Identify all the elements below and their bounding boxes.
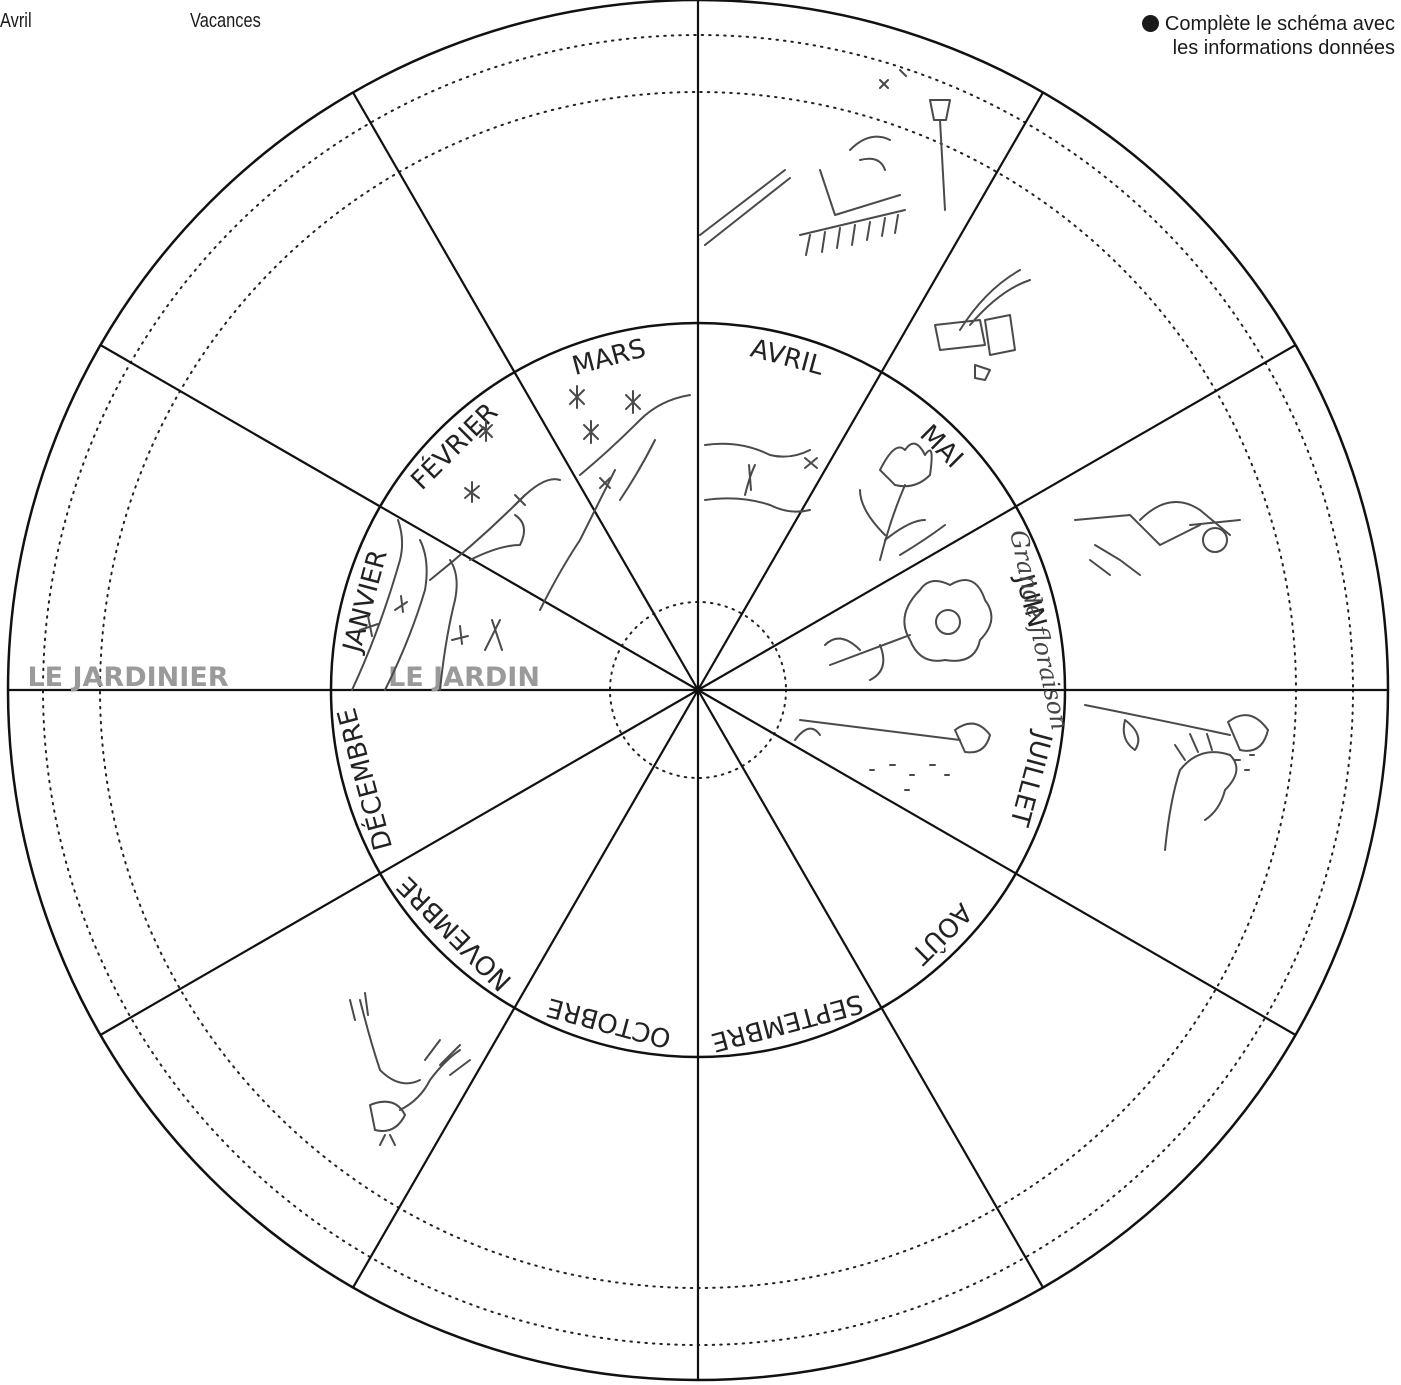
month-divider [99, 689, 699, 1036]
snow-and-sprouts-sketch [569, 385, 691, 501]
seedling-sketch [704, 442, 818, 513]
month-divider [697, 689, 1044, 1289]
header-left-label: Avril [0, 10, 32, 32]
month-label-2: FÉVRIER [404, 396, 504, 496]
inner-zone-label: LE JARDIN [388, 662, 540, 693]
winter-plants-sketch [351, 519, 503, 691]
month-dividers [8, 0, 1388, 1380]
seed-head-sketch [794, 719, 991, 791]
month-divider [352, 91, 699, 691]
month-divider [697, 689, 1297, 1036]
instruction-line-1: Complète le schéma avec [1164, 13, 1395, 35]
instruction-line-2: les informations données [1172, 37, 1395, 59]
kneeling-gardener-sketch [1074, 501, 1241, 576]
header-center-label: Vacances [190, 10, 261, 32]
snow-and-roots-sketch [429, 420, 616, 611]
outer-zone-label: LE JARDINIER [27, 662, 228, 693]
month-divider [99, 344, 699, 691]
bullet-icon [1141, 15, 1159, 32]
month-divider [697, 91, 1044, 691]
month-divider [352, 689, 699, 1289]
month-label-3: MARS [569, 334, 649, 382]
sowing-seed-packets-sketch [934, 269, 1031, 381]
month-label-8: AOÛT [905, 897, 979, 971]
big-flower-sketch [824, 579, 993, 681]
hand-collecting-seeds-sketch [1164, 733, 1255, 851]
tulip-sketch [859, 442, 946, 561]
month-label-10: OCTOBRE [544, 991, 675, 1053]
seed-head-sketch-outer [1084, 704, 1269, 752]
grande-floraison-note: Grande floraison [1004, 527, 1074, 732]
month-label-4: AVRIL [747, 334, 827, 382]
month-label-7: JUILLET [1003, 727, 1057, 829]
instruction: Complète le schéma avec les informations… [1125, 12, 1395, 60]
month-label-1: JANVIER [337, 547, 394, 658]
hands-planting-bulb-sketch [349, 992, 471, 1146]
month-label-12: DÉCEMBRE [330, 705, 399, 854]
month-label-11: NOVEMBRE [392, 870, 518, 996]
month-label-5: MAI [914, 419, 969, 474]
gardening-tools-sketch [699, 69, 951, 256]
month-divider [697, 344, 1297, 691]
